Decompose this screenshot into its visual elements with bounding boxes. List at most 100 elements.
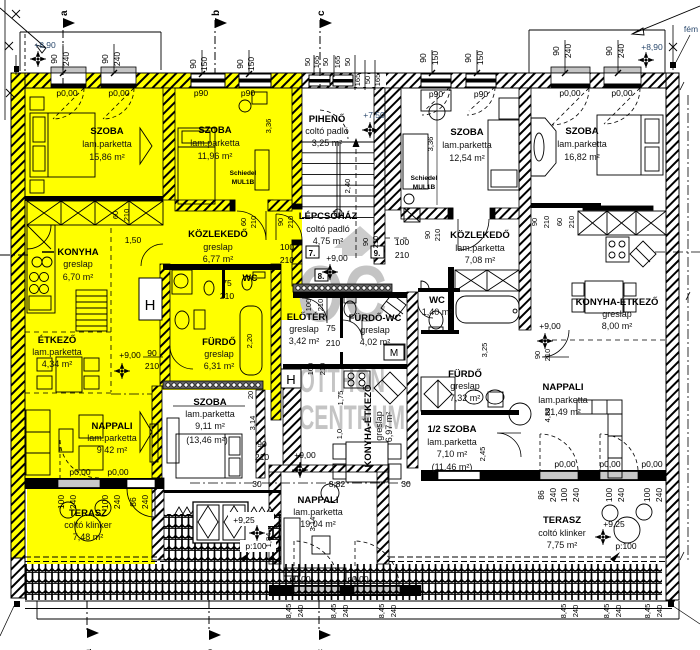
svg-text:6,77 m²: 6,77 m² [203,254,234,264]
svg-text:210: 210 [122,209,131,222]
svg-text:2,40: 2,40 [343,179,352,194]
svg-text:greslap: greslap [602,309,632,319]
svg-text:240: 240 [389,605,398,618]
svg-text:ELŐTÉR: ELŐTÉR [287,311,326,323]
svg-text:240: 240 [614,605,623,618]
svg-text:greslap: greslap [63,259,93,269]
svg-text:7,08 m²: 7,08 m² [465,255,496,265]
svg-text:b: b [211,10,222,16]
svg-text:210: 210 [318,363,327,376]
svg-text:240: 240 [571,605,580,618]
svg-text:TERASZ: TERASZ [69,508,107,519]
svg-text:+7,50: +7,50 [363,110,385,120]
svg-text:+9,00: +9,00 [119,350,141,360]
svg-text:p90: p90 [241,88,255,98]
svg-text:p90: p90 [194,88,208,98]
svg-text:7,75 m²: 7,75 m² [547,540,578,550]
svg-text:lam.parketta: lam.parketta [293,507,343,517]
svg-text:12,54 m²: 12,54 m² [449,153,485,163]
svg-text:100: 100 [56,495,66,509]
svg-text:+9,00: +9,00 [326,253,348,263]
svg-text:greslap: greslap [360,325,390,335]
svg-text:9,42 m²: 9,42 m² [97,445,128,455]
svg-text:KONYHA-ÉTKEZŐ: KONYHA-ÉTKEZŐ [362,385,374,468]
svg-text:19,04 m²: 19,04 m² [300,519,336,529]
svg-text:7,48 m²: 7,48 m² [73,532,104,542]
svg-text:90: 90 [235,59,245,69]
svg-text:greslap: greslap [203,242,233,252]
svg-text:KÖZLEKEDŐ: KÖZLEKEDŐ [450,229,510,241]
svg-text:240: 240 [616,488,626,502]
svg-text:8,45: 8,45 [559,604,568,619]
svg-text:3,14: 3,14 [308,517,317,532]
svg-text:30: 30 [401,479,411,489]
svg-text:LÉPCSŐHÁZ: LÉPCSŐHÁZ [299,210,358,222]
svg-text:lam.parketta: lam.parketta [538,395,588,405]
svg-text:SZOBA: SZOBA [193,397,226,408]
svg-text:9,11 m²: 9,11 m² [195,421,225,431]
svg-text:p0,00: p0,00 [554,459,576,469]
svg-text:240: 240 [548,488,558,502]
svg-text:240: 240 [655,605,664,618]
svg-text:90: 90 [530,218,539,226]
svg-text:lam.parketta: lam.parketta [190,138,240,148]
svg-text:NAPPALI: NAPPALI [92,421,133,432]
svg-text:4,75 m²: 4,75 m² [313,236,344,246]
svg-text:+8,90: +8,90 [34,40,56,50]
svg-text:KÖZLEKEDŐ: KÖZLEKEDŐ [188,228,248,240]
svg-text:90: 90 [188,59,198,69]
svg-text:210: 210 [543,349,552,362]
svg-text:210: 210 [433,229,442,242]
svg-text:greslap: greslap [289,324,319,334]
svg-text:coltó klinker: coltó klinker [538,528,586,538]
svg-text:2,20: 2,20 [245,334,254,349]
svg-text:50: 50 [303,58,312,66]
svg-text:+8,90: +8,90 [641,42,663,52]
svg-text:100: 100 [395,237,409,247]
svg-text:50: 50 [363,76,372,84]
svg-text:a: a [83,649,94,650]
svg-text:p0,00: p0,00 [289,574,311,584]
svg-text:8,45: 8,45 [643,604,652,619]
svg-text:KONYHA: KONYHA [57,247,98,258]
svg-text:9.: 9. [374,249,381,258]
svg-text:100: 100 [559,488,569,502]
svg-text:150: 150 [246,57,256,71]
svg-text:8,45: 8,45 [284,604,293,619]
svg-text:210: 210 [542,216,551,229]
svg-text:150: 150 [475,51,485,65]
svg-text:8,00 m²: 8,00 m² [602,321,633,331]
svg-text:4,88: 4,88 [543,408,552,423]
svg-text:p:100: p:100 [245,541,267,551]
svg-text:1,75: 1,75 [336,391,345,406]
svg-text:240: 240 [112,52,122,66]
svg-text:SZOBA: SZOBA [198,125,231,136]
svg-text:90: 90 [463,53,473,63]
svg-text:FÜRDŐ: FÜRDŐ [202,336,236,348]
svg-text:PIHENŐ: PIHENŐ [309,113,345,125]
svg-text:c: c [316,10,327,16]
svg-text:a: a [59,10,70,16]
svg-text:75: 75 [222,278,232,288]
svg-text:15,86 m²: 15,86 m² [89,152,125,162]
svg-text:FÜRDŐ: FÜRDŐ [448,368,482,380]
svg-text:4,34 m²: 4,34 m² [42,359,73,369]
svg-text:p:100: p:100 [615,541,637,551]
svg-text:240: 240 [140,495,150,509]
svg-text:210: 210 [255,452,269,462]
svg-text:4,02 m²: 4,02 m² [360,337,391,347]
svg-text:210: 210 [145,361,159,371]
svg-text:240: 240 [616,44,626,58]
svg-text:p0,00: p0,00 [611,88,633,98]
svg-text:p0,00: p0,00 [69,467,91,477]
svg-text:210: 210 [371,236,380,249]
svg-text:MUL1B: MUL1B [232,179,255,186]
svg-text:6,70 m²: 6,70 m² [63,272,94,282]
svg-text:+9,00: +9,00 [539,321,561,331]
svg-text:WC: WC [243,273,258,283]
svg-text:fém: fém [684,24,698,34]
svg-text:240: 240 [654,488,664,502]
svg-text:50: 50 [343,58,352,66]
svg-text:210: 210 [316,299,325,312]
svg-text:Schiedel: Schiedel [230,170,257,177]
